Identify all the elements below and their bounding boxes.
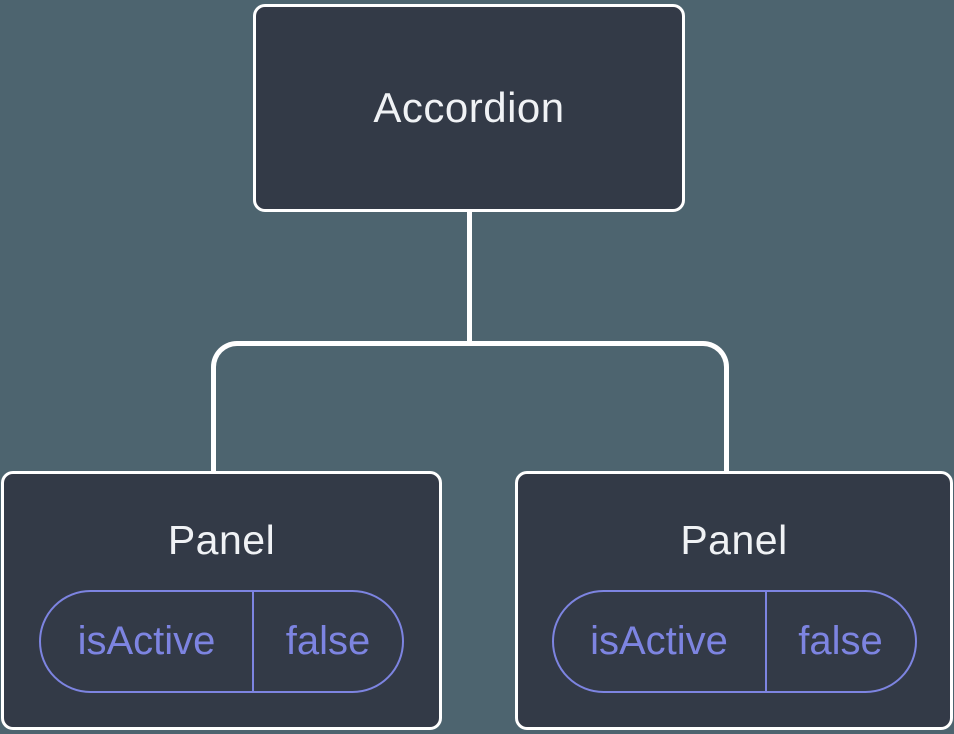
state-key-right: isActive bbox=[554, 592, 767, 691]
node-panel-right-label: Panel bbox=[680, 517, 788, 563]
node-panel-left-label: Panel bbox=[167, 517, 276, 563]
state-value-left: false bbox=[285, 619, 371, 663]
state-pill-right: isActive false bbox=[551, 590, 917, 693]
state-value-right: false bbox=[798, 619, 883, 663]
node-accordion: Accordion bbox=[253, 4, 685, 212]
state-pill-left: isActive false bbox=[39, 590, 404, 693]
node-accordion-label: Accordion bbox=[373, 84, 565, 131]
state-key-left: isActive bbox=[41, 592, 254, 691]
connector-branch bbox=[211, 341, 729, 471]
node-panel-right: Panel isActive false bbox=[515, 471, 953, 730]
connector-root-stem bbox=[467, 211, 472, 346]
node-panel-left: Panel isActive false bbox=[1, 471, 442, 730]
